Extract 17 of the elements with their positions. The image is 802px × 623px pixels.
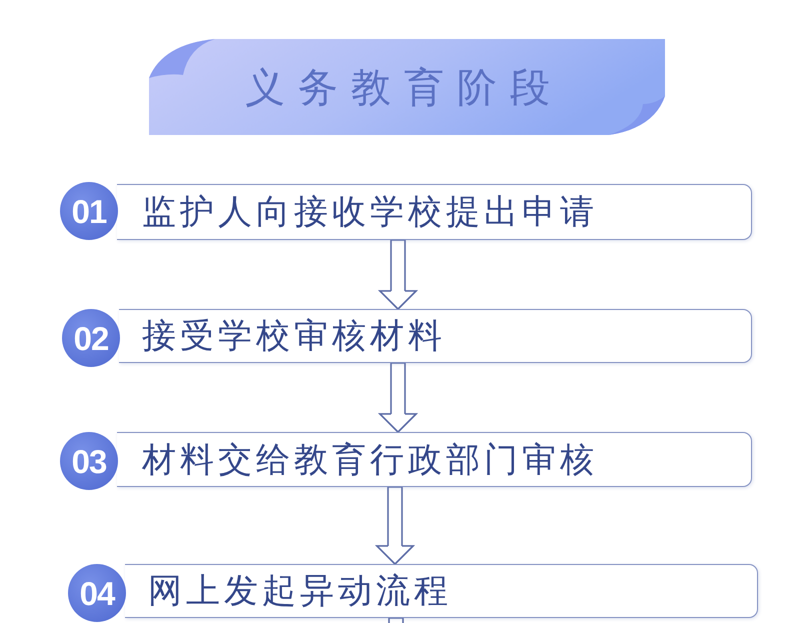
step-box bbox=[117, 184, 752, 240]
step-text: 接受学校审核材料 bbox=[142, 316, 446, 356]
step-text: 网上发起异动流程 bbox=[148, 571, 452, 611]
down-arrow bbox=[378, 239, 418, 310]
down-arrow bbox=[388, 617, 404, 623]
step-text: 材料交给教育行政部门审核 bbox=[142, 440, 598, 480]
step-text: 监护人向接收学校提出申请 bbox=[142, 192, 598, 232]
title-text: 义务教育阶段 bbox=[245, 64, 563, 112]
down-arrow bbox=[378, 362, 418, 433]
step-box bbox=[119, 309, 752, 363]
number-badge: 02 bbox=[62, 309, 120, 367]
step-box bbox=[125, 564, 758, 618]
step-box bbox=[117, 432, 752, 487]
number-badge: 01 bbox=[60, 182, 118, 240]
number-badge: 03 bbox=[60, 432, 118, 490]
down-arrow bbox=[375, 486, 415, 565]
number-badge: 04 bbox=[68, 564, 126, 622]
